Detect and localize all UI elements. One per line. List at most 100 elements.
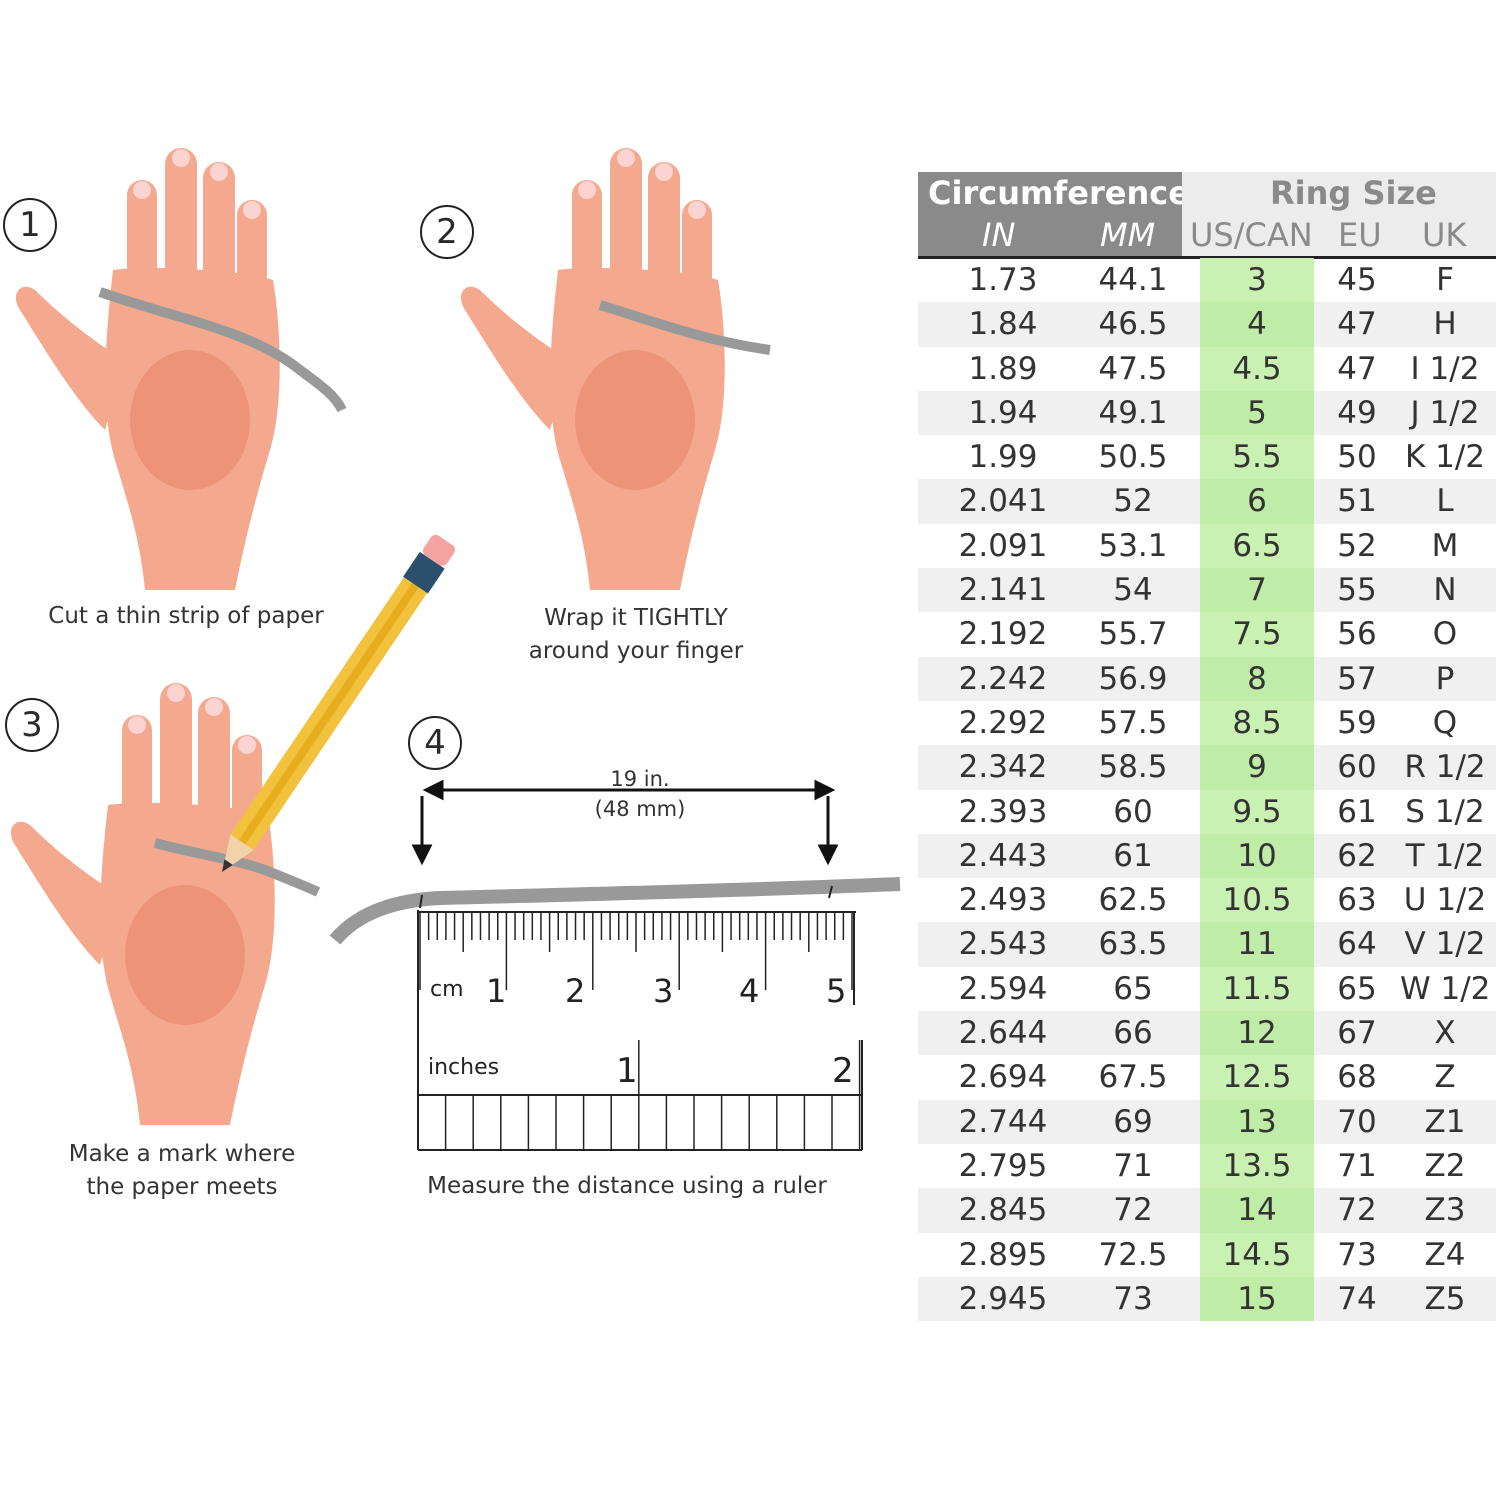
us-can-size-cell: 5	[1200, 390, 1314, 436]
circumference-in-cell: 2.342	[958, 749, 1048, 786]
paper-strip-1	[98, 287, 347, 413]
circumference-mm-cell: 44.1	[1098, 262, 1168, 298]
circumference-in-cell: 2.895	[958, 1236, 1048, 1273]
eu-size-cell: 67	[1337, 1015, 1377, 1052]
eu-size-cell: 50	[1337, 439, 1377, 476]
eu-size-cell: 63	[1337, 882, 1377, 919]
pencil-icon	[222, 534, 455, 872]
uk-size-cell: N	[1433, 572, 1457, 609]
uk-size-cell: H	[1433, 306, 1457, 343]
circumference-mm-cell: 55.7	[1098, 616, 1168, 653]
us-can-size-cell: 12.5	[1200, 1055, 1314, 1100]
eu-size-cell: 47	[1337, 350, 1377, 387]
uk-size-cell: K 1/2	[1404, 439, 1486, 476]
ruler-cm-3: 3	[653, 972, 673, 1010]
uk-size-cell: T 1/2	[1405, 837, 1485, 874]
header-divider	[918, 256, 1496, 259]
ruler-inch-1: 1	[616, 1051, 638, 1091]
eu-size-cell: 47	[1337, 306, 1377, 343]
circumference-mm-cell: 46.5	[1098, 306, 1168, 343]
circumference-in-cell: 2.594	[958, 970, 1048, 1007]
circumference-in-cell: 1.99	[968, 439, 1038, 476]
circumference-in-cell: 2.644	[958, 1015, 1048, 1052]
eu-size-cell: 61	[1337, 793, 1377, 830]
eu-size-cell: 73	[1337, 1236, 1377, 1273]
measure-label-in: 19 in.	[610, 767, 669, 791]
circumference-in-cell: 2.041	[958, 483, 1048, 520]
instruction-illustrations: 19 in. (48 mm) cm 1 2 3 4 5 inches 1 2	[10, 148, 901, 1151]
uk-size-cell: I 1/2	[1410, 350, 1480, 387]
uk-size-cell: Z2	[1424, 1147, 1466, 1184]
circumference-mm-cell: 47.5	[1098, 350, 1168, 387]
us-can-size-cell: 14	[1200, 1188, 1314, 1233]
circumference-in-cell: 2.744	[958, 1103, 1048, 1140]
eu-size-cell: 56	[1337, 616, 1377, 653]
circumference-mm-cell: 56.9	[1098, 660, 1168, 697]
us-can-size-cell: 10	[1200, 833, 1314, 879]
ruler-inch-2: 2	[832, 1051, 854, 1091]
uk-size-cell: Z5	[1424, 1280, 1466, 1317]
uk-size-cell: U 1/2	[1403, 882, 1487, 919]
circumference-mm-cell: 50.5	[1098, 439, 1168, 476]
ring-size-table: Circumference IN MM Ring Size US/CAN EU …	[918, 172, 1496, 1322]
circumference-mm-cell: 62.5	[1098, 882, 1168, 919]
measure-arrow	[411, 779, 839, 866]
hand-2-illustration	[460, 148, 725, 590]
eu-size-cell: 59	[1337, 704, 1377, 741]
paper-strip-3	[153, 838, 321, 897]
eu-size-cell: 60	[1337, 749, 1377, 786]
circumference-mm-cell: 65	[1113, 970, 1153, 1007]
us-can-size-cell: 11.5	[1200, 966, 1314, 1012]
circumference-mm-cell: 71	[1113, 1147, 1153, 1184]
circumference-mm-cell: 72.5	[1098, 1236, 1168, 1273]
eu-size-cell: 65	[1337, 970, 1377, 1007]
hand-3-illustration	[10, 683, 275, 1125]
uk-size-cell: L	[1436, 483, 1454, 520]
eu-column-header: EU	[1338, 216, 1382, 254]
us-can-size-cell: 11	[1200, 922, 1314, 967]
eu-size-cell: 68	[1337, 1059, 1377, 1096]
circumference-in-cell: 2.694	[958, 1059, 1048, 1096]
step-2-caption: Wrap it TIGHTLY around your finger	[528, 605, 744, 664]
uk-size-cell: Q	[1432, 704, 1458, 741]
circumference-in-cell: 1.84	[968, 306, 1038, 343]
measure-label-mm: (48 mm)	[595, 797, 686, 821]
circumference-in-cell: 2.493	[958, 882, 1048, 919]
circumference-mm-cell: 72	[1113, 1192, 1153, 1229]
us-can-size-cell: 14.5	[1200, 1232, 1314, 1277]
circumference-mm-cell: 52	[1113, 483, 1153, 520]
circumference-in-cell: 2.845	[958, 1192, 1048, 1229]
circumference-mm-cell: 58.5	[1098, 749, 1168, 786]
us-can-size-cell: 10.5	[1200, 878, 1314, 923]
circumference-in-cell: 2.091	[958, 527, 1048, 564]
eu-size-cell: 49	[1337, 394, 1377, 431]
circumference-mm-cell: 69	[1113, 1103, 1153, 1140]
step-2-number: 2	[420, 205, 474, 259]
circumference-in-cell: 2.292	[958, 704, 1048, 741]
ruler: cm 1 2 3 4 5 inches 1 2	[417, 910, 863, 1151]
circumference-in-cell: 2.795	[958, 1147, 1048, 1184]
step-3-caption: Make a mark where the paper meets	[68, 1141, 296, 1200]
us-can-size-cell: 15	[1200, 1276, 1314, 1322]
circumference-in-cell: 2.443	[958, 837, 1048, 874]
table-header: Circumference IN MM Ring Size US/CAN EU …	[918, 172, 1496, 259]
us-can-size-cell: 7	[1200, 568, 1314, 613]
ring-size-header: Ring Size US/CAN EU UK	[1182, 172, 1496, 258]
uk-size-cell: Z3	[1424, 1192, 1466, 1229]
circumference-in-cell: 2.393	[958, 793, 1048, 830]
step-3-number: 3	[5, 698, 59, 752]
